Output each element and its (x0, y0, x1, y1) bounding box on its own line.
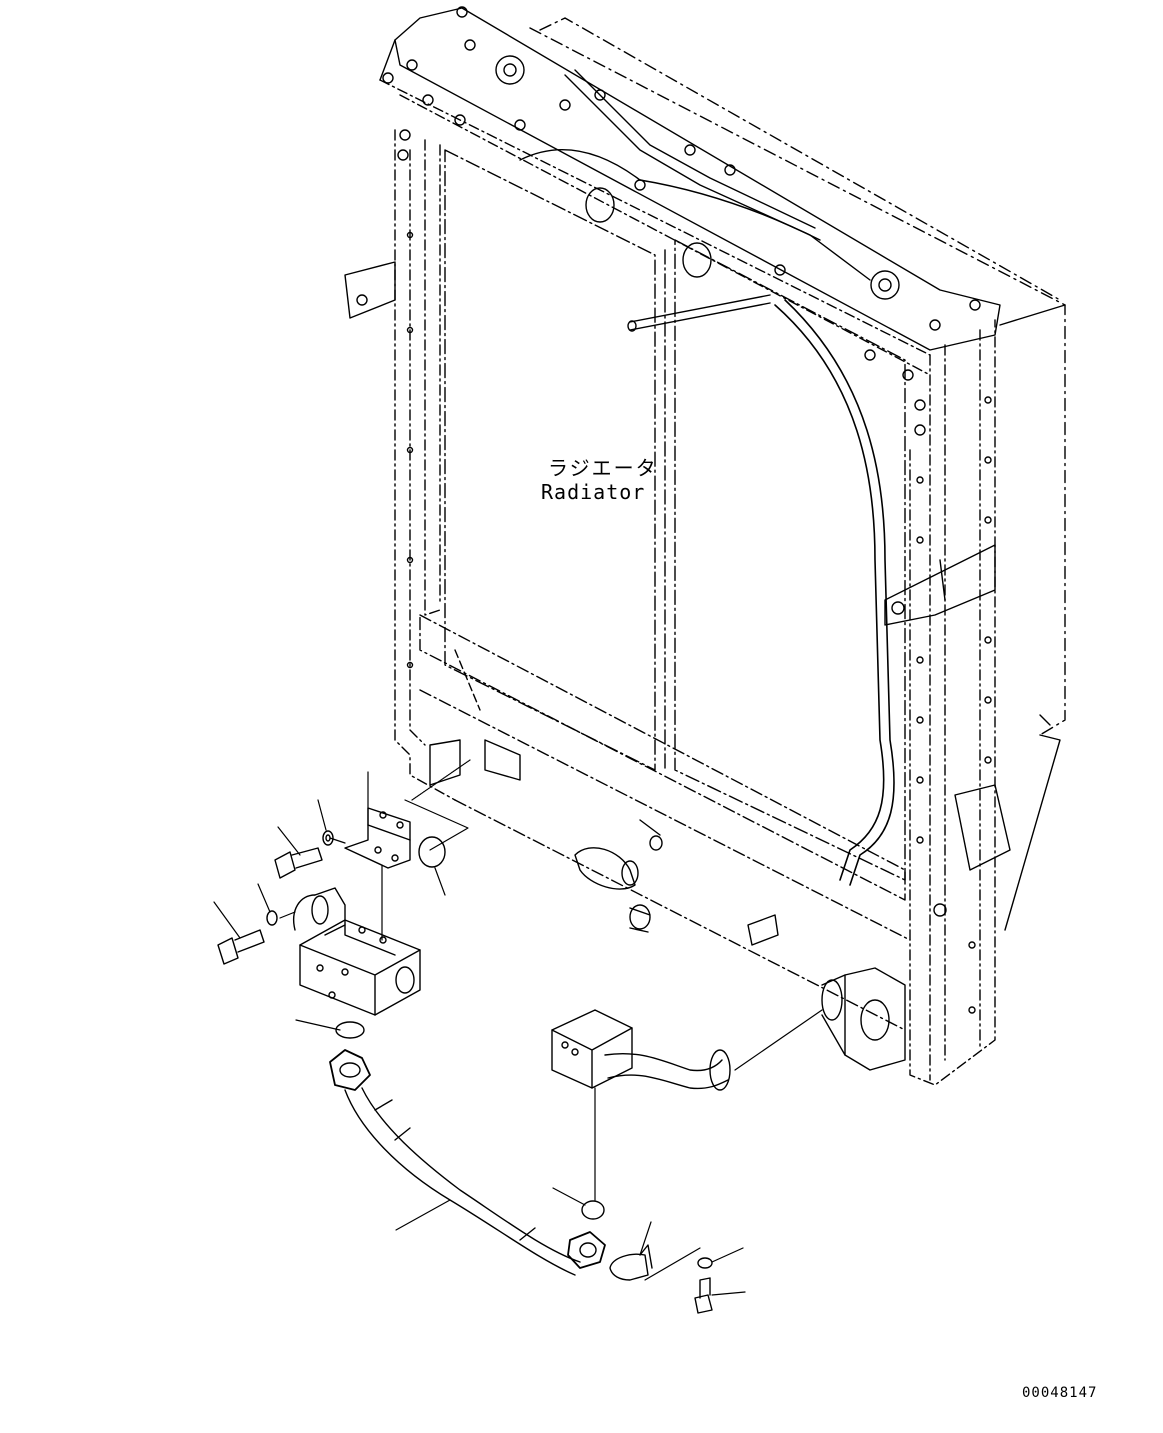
hose-clamp (609, 1244, 653, 1281)
washer-lower (266, 910, 278, 926)
small-washer (697, 1257, 713, 1269)
hose-assembly (329, 1049, 606, 1276)
small-bolt (694, 1277, 713, 1314)
tee-block (551, 1009, 731, 1091)
column-holes (406, 231, 992, 1014)
drawing-number: 00048147 (1022, 1385, 1097, 1401)
o-ring-upper (418, 836, 446, 868)
o-ring-lower (581, 1200, 605, 1220)
radiator-frame (344, 6, 1066, 1086)
component-label-jp: ラジエータ (548, 456, 658, 480)
leader-lines (213, 759, 823, 1296)
bolt-lower (217, 929, 265, 965)
outlet-flange (821, 967, 906, 1071)
bolt-upper (274, 830, 334, 879)
valve-block (293, 887, 421, 1016)
l-bracket (344, 807, 411, 869)
component-label-en: Radiator (541, 480, 645, 504)
frame-bolts (382, 6, 981, 436)
o-ring-middle (335, 1021, 365, 1039)
